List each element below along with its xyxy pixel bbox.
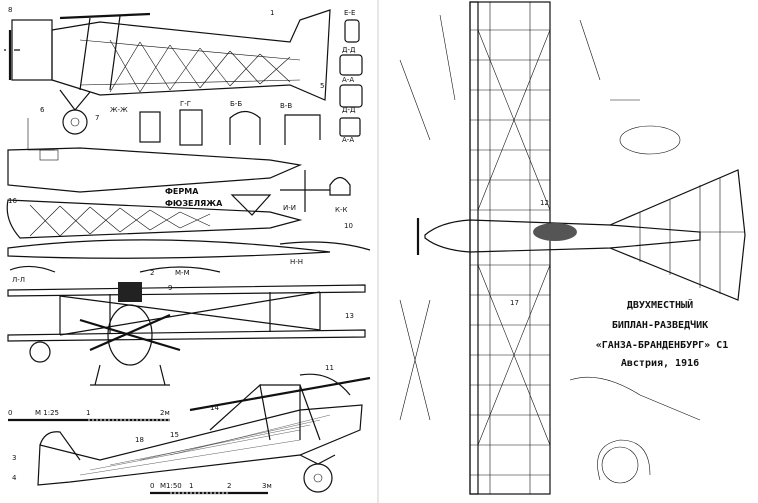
section-label: Б-Б (230, 100, 242, 108)
callout: 5 (320, 82, 324, 90)
callout: 17 (510, 299, 519, 307)
scale-bar-small: 0 М 1:25 1 2м (8, 409, 170, 422)
callout: 1 (270, 9, 274, 17)
section-label: Н-Н (290, 258, 303, 266)
callout: 8 (8, 6, 12, 14)
callout: 9 (168, 284, 172, 292)
scale-large-three: 3м (262, 482, 272, 490)
scale-large-one: 1 (189, 482, 193, 490)
callout: 6 (40, 106, 45, 114)
callout: 4 (12, 474, 17, 482)
scale-large-zero: 0 (150, 482, 154, 490)
callout: 18 (135, 436, 144, 444)
scale-small-zero: 0 (8, 409, 12, 417)
callout: 12 (540, 199, 549, 207)
callout: 14 (210, 404, 219, 412)
callout: 3 (12, 454, 16, 462)
section-label: В-В (280, 102, 292, 110)
callout: 13 (345, 312, 354, 320)
callout: 10 (344, 222, 353, 230)
callout: 7 (95, 114, 99, 122)
scale-large-name: М1:50 (160, 482, 182, 490)
scale-small-one: 1 (86, 409, 90, 417)
fuselage-form-view (6, 147, 371, 273)
title-line-3: «ГАНЗА-БРАНДЕНБУРГ» C1 (596, 340, 728, 351)
title-line-4: Австрия, 1916 (621, 358, 699, 369)
callout: 15 (170, 431, 179, 439)
scale-bar-large: 0 М1:50 1 2 3м (150, 482, 272, 495)
callout: 16 (8, 197, 17, 205)
section-label: Л-Л (12, 276, 25, 284)
label-fuselage-truss-1: ФЕРМА (165, 187, 199, 196)
scale-large-two: 2 (227, 482, 231, 490)
scale-small-name: М 1:25 (35, 409, 59, 417)
scale-small-two: 2м (160, 409, 170, 417)
drawing-title: ДВУХМЕСТНЫЙ БИПЛАН-РАЗВЕДЧИК «ГАНЗА-БРАН… (596, 298, 728, 369)
front-view (7, 282, 366, 386)
callout: 2 (150, 269, 154, 277)
section-label: Д-Д (342, 106, 356, 114)
section-label: Д-Д (342, 46, 356, 54)
title-line-1: ДВУХМЕСТНЫЙ (627, 298, 693, 311)
callout: 11 (325, 364, 334, 372)
section-views (27, 19, 363, 196)
section-label: К-К (335, 206, 347, 214)
callouts: 1 2 3 4 5 6 7 8 9 10 11 12 13 14 15 16 1… (8, 6, 549, 482)
top-view (399, 1, 746, 495)
section-label: Ж-Ж (110, 106, 128, 114)
side-view-top (4, 9, 331, 135)
label-fuselage-truss-2: ФЮЗЕЛЯЖА (165, 199, 223, 208)
title-line-2: БИПЛАН-РАЗВЕДЧИК (612, 319, 708, 331)
side-view-bottom (37, 373, 371, 493)
section-label: И-И (283, 204, 296, 212)
section-label: А-А (342, 76, 354, 84)
section-label: Е-Е (344, 9, 355, 17)
section-label: А-А (342, 136, 354, 144)
section-label: Г-Г (180, 100, 191, 108)
section-label: М-М (175, 269, 190, 277)
